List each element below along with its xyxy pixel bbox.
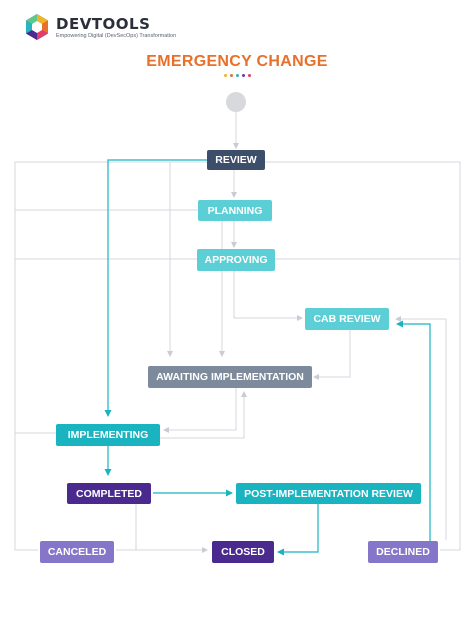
state-declined: DECLINED [368,541,438,563]
title-decoration-dots [224,74,251,77]
state-review: REVIEW [207,150,265,170]
state-post-implementation-review: POST-IMPLEMENTATION REVIEW [236,483,421,504]
start-node [226,92,246,112]
brand-name: DEVTOOLS [56,15,151,33]
state-implementing: IMPLEMENTING [56,424,160,446]
brand-tagline: Empowering Digital (DevSecOps) Transform… [56,33,177,39]
state-canceled: CANCELED [40,541,114,563]
state-closed: CLOSED [212,541,274,563]
diagram-title: EMERGENCY CHANGE [146,53,328,70]
state-awaiting-implementation: AWAITING IMPLEMENTATION [148,366,312,388]
state-cab-review: CAB REVIEW [305,308,389,330]
state-planning: PLANNING [198,200,272,221]
devtools-logo-icon [26,14,48,40]
state-completed: COMPLETED [67,483,151,504]
state-approving: APPROVING [197,249,275,271]
